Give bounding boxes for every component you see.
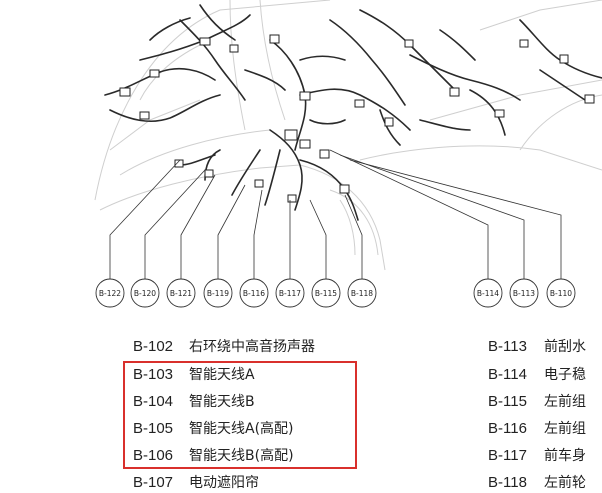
legend-item: B-104 智能天线B <box>133 393 255 411</box>
connector-blocks <box>119 34 595 203</box>
legend-name: 智能天线A <box>189 367 255 383</box>
legend-name: 左前轮 <box>544 475 586 491</box>
legend-name: 左前组 <box>544 421 586 437</box>
legend-code: B-115 <box>488 393 527 410</box>
legend-item: B-105 智能天线A(高配) <box>133 420 294 438</box>
callout-b118: B-118 <box>347 278 377 308</box>
legend-item: B-102 右环绕中高音扬声器 <box>133 338 315 356</box>
callout-b110: B-110 <box>546 278 576 308</box>
callout-group-right: B-114 B-113 B-110 <box>473 278 576 308</box>
callout-label: B-116 <box>243 289 265 298</box>
callout-b116: B-116 <box>239 278 269 308</box>
legend-item: B-115 左前组 <box>488 393 586 411</box>
callout-b117: B-117 <box>275 278 305 308</box>
legend-code: B-105 <box>133 420 174 437</box>
legend-name: 电子稳 <box>544 367 586 383</box>
callout-label: B-114 <box>477 289 499 298</box>
callout-b121: B-121 <box>166 278 196 308</box>
callout-label: B-120 <box>134 289 156 298</box>
callout-label: B-122 <box>99 289 121 298</box>
callout-b114: B-114 <box>473 278 503 308</box>
callout-label: B-121 <box>170 289 192 298</box>
legend-item: B-118 左前轮 <box>488 474 586 492</box>
legend-code: B-107 <box>133 474 174 491</box>
legend-name: 左前组 <box>544 394 586 410</box>
legend-name: 电动遮阳帘 <box>189 475 259 491</box>
legend-code: B-114 <box>488 366 527 383</box>
callout-b115: B-115 <box>311 278 341 308</box>
vehicle-body-outline <box>94 0 602 271</box>
legend-code: B-116 <box>488 420 527 437</box>
legend-name: 智能天线B <box>189 394 255 410</box>
callout-group-left: B-122 B-120 B-121 B-119 B-116 B-117 B-11… <box>95 278 377 308</box>
callout-b119: B-119 <box>203 278 233 308</box>
legend-name: 右环绕中高音扬声器 <box>189 339 315 355</box>
callout-label: B-117 <box>279 289 301 298</box>
callout-b113: B-113 <box>509 278 539 308</box>
legend-item: B-103 智能天线A <box>133 366 255 384</box>
legend-name: 前刮水 <box>544 339 586 355</box>
legend-code: B-104 <box>133 393 174 410</box>
leader-lines <box>109 149 562 280</box>
legend-code: B-103 <box>133 366 174 383</box>
callout-label: B-113 <box>513 289 535 298</box>
legend-item: B-114 电子稳 <box>488 366 586 384</box>
callout-label: B-115 <box>315 289 337 298</box>
legend-item: B-107 电动遮阳帘 <box>133 474 259 492</box>
callout-b120: B-120 <box>130 278 160 308</box>
callout-b122: B-122 <box>95 278 125 308</box>
legend-name: 智能天线A(高配) <box>189 421 294 437</box>
highlight-box <box>123 361 357 469</box>
legend-item: B-106 智能天线B(高配) <box>133 447 294 465</box>
legend-item: B-117 前车身 <box>488 447 586 465</box>
legend-code: B-117 <box>488 447 527 464</box>
legend-item: B-113 前刮水 <box>488 338 586 356</box>
legend-name: 前车身 <box>544 448 586 464</box>
legend-code: B-102 <box>133 338 174 355</box>
legend-code: B-113 <box>488 338 527 355</box>
harness-bundles <box>104 4 602 221</box>
legend-item: B-116 左前组 <box>488 420 586 438</box>
wiring-harness-diagram: B-122 B-120 B-121 B-119 B-116 B-117 B-11… <box>94 0 602 308</box>
callout-label: B-118 <box>351 289 373 298</box>
legend-name: 智能天线B(高配) <box>189 448 294 464</box>
callout-label: B-110 <box>550 289 572 298</box>
legend-code: B-106 <box>133 447 174 464</box>
legend-code: B-118 <box>488 474 527 491</box>
callout-label: B-119 <box>207 289 229 298</box>
